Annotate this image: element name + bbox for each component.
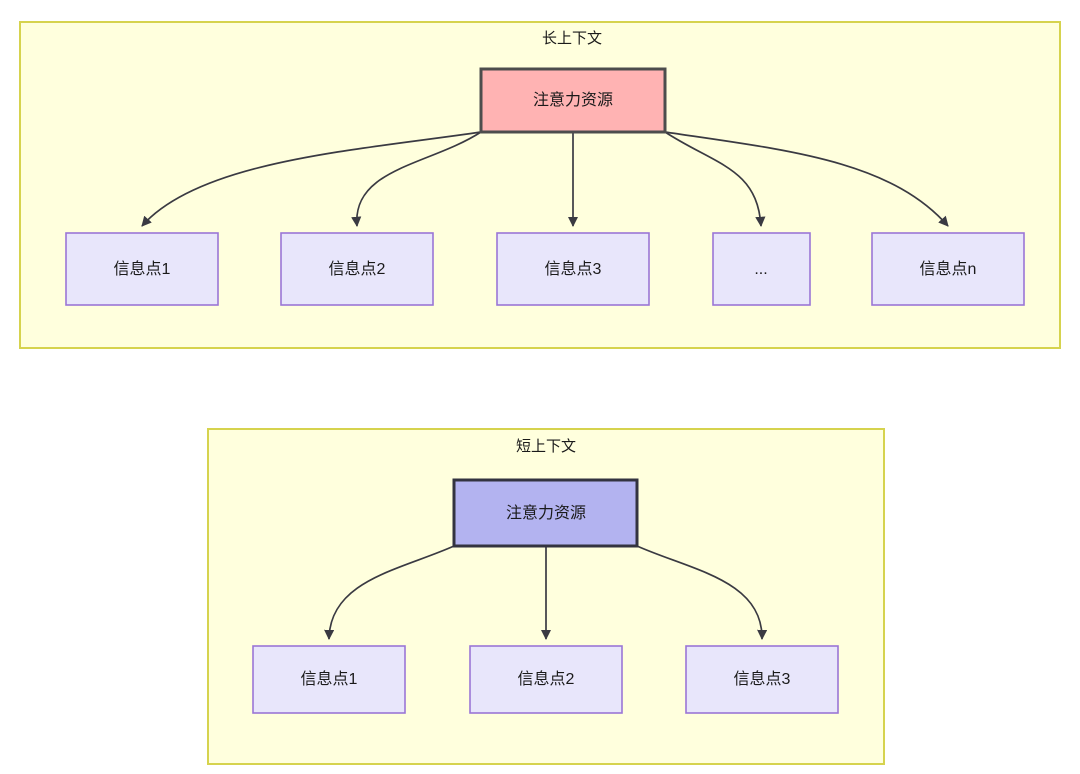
edge-long-to-info-n (664, 131, 949, 227)
node-info-long-2-rect[interactable] (280, 232, 434, 306)
node-info-long-1[interactable]: 信息点1 (65, 232, 219, 306)
panel-short-context: 短上下文 注意力资源 信息点1 信息点2 信息点3 (207, 428, 885, 765)
node-info-long-ellipsis-rect[interactable] (712, 232, 811, 306)
node-attention-short[interactable]: 注意力资源 (452, 478, 639, 548)
node-info-short-3-label: 信息点3 (734, 670, 791, 688)
node-info-long-1-label: 信息点1 (114, 260, 171, 278)
node-info-short-1-label: 信息点1 (301, 670, 358, 688)
node-info-short-3-rect[interactable] (685, 645, 839, 714)
node-info-long-ellipsis-label: ... (754, 261, 767, 278)
node-info-short-3[interactable]: 信息点3 (685, 645, 839, 714)
node-info-long-n-rect[interactable] (871, 232, 1025, 306)
node-info-long-ellipsis[interactable]: ... (712, 232, 811, 306)
node-info-long-3-rect[interactable] (496, 232, 650, 306)
node-attention-short-rect[interactable] (452, 478, 639, 548)
edge-long-to-info-dots (664, 131, 766, 228)
edge-group-long-context (141, 131, 949, 228)
edge-short-to-info-1 (324, 545, 455, 641)
node-info-short-2[interactable]: 信息点2 (469, 645, 623, 714)
panel-long-context: 长上下文 注意力资源 信息点1 信息点2 (19, 21, 1061, 349)
node-info-short-2-label: 信息点2 (518, 670, 575, 688)
node-info-long-3[interactable]: 信息点3 (496, 232, 650, 306)
node-info-long-2[interactable]: 信息点2 (280, 232, 434, 306)
edge-long-to-info-2 (351, 131, 482, 228)
node-info-short-1-rect[interactable] (252, 645, 406, 714)
edge-short-to-info-3 (636, 545, 768, 641)
node-info-short-2-rect[interactable] (469, 645, 623, 714)
node-attention-long[interactable]: 注意力资源 (479, 67, 667, 134)
panel-long-context-title: 长上下文 (542, 30, 602, 47)
node-attention-long-label: 注意力资源 (533, 90, 613, 109)
node-info-long-3-label: 信息点3 (545, 260, 602, 278)
node-info-long-2-label: 信息点2 (329, 260, 386, 278)
node-info-short-1[interactable]: 信息点1 (252, 645, 406, 714)
node-attention-short-label: 注意力资源 (506, 503, 586, 522)
panel-short-context-title: 短上下文 (516, 438, 576, 455)
node-info-long-1-rect[interactable] (65, 232, 219, 306)
edge-long-to-info-1 (141, 131, 482, 227)
node-attention-long-rect[interactable] (479, 67, 667, 134)
edge-group-short-context (324, 545, 768, 641)
node-info-long-n-label: 信息点n (920, 260, 977, 278)
node-info-long-n[interactable]: 信息点n (871, 232, 1025, 306)
